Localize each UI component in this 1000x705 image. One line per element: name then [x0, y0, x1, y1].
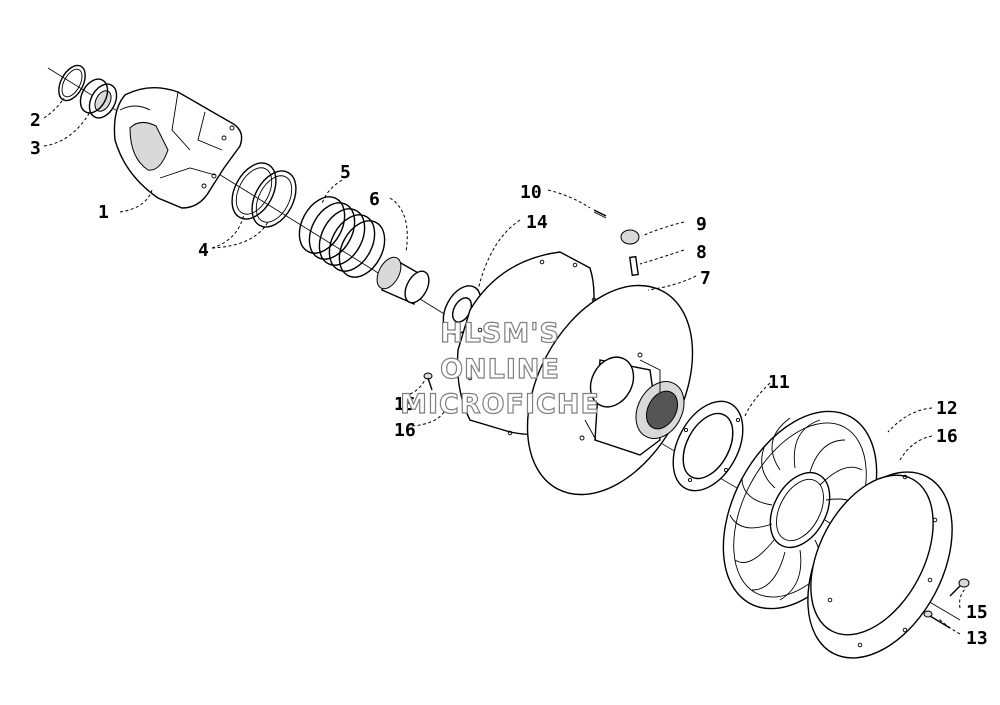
- callout-7: 7: [700, 268, 711, 289]
- callout-11: 11: [768, 372, 790, 393]
- watermark-line-2: ONLINE: [440, 354, 560, 385]
- part-pins-rollers: [593, 209, 640, 277]
- callout-4: 4: [198, 240, 209, 261]
- part-shim-ring: [672, 400, 744, 492]
- callout-10: 10: [520, 182, 542, 203]
- callout-2: 2: [30, 110, 41, 131]
- part-gasket-plate: [807, 471, 953, 659]
- callout-15-right: 15: [966, 602, 988, 623]
- leader-lines: [43, 97, 967, 635]
- part-bushing-small: [79, 78, 118, 119]
- callout-3: 3: [30, 138, 41, 159]
- part-bushing: [376, 256, 430, 305]
- callout-12: 12: [936, 398, 958, 419]
- part-cover-housing: [113, 87, 243, 209]
- watermark-line-3: MICROFICHE: [400, 389, 600, 420]
- part-rings: [231, 162, 297, 228]
- callout-16-right: 16: [936, 426, 958, 447]
- part-snap-ring: [58, 64, 86, 102]
- callout-15-left: 15: [394, 394, 416, 415]
- watermark: HLSM'S ONLINE MICROFICHE: [399, 317, 600, 420]
- callout-16-left: 16: [394, 420, 416, 441]
- callout-labels: 1 2 3 4 5 6 10 14 9 8 7 11 12 16 15 16 1…: [30, 110, 988, 649]
- part-spring: [298, 196, 386, 278]
- callout-9: 9: [696, 214, 707, 235]
- callout-5: 5: [340, 162, 351, 183]
- callout-8: 8: [696, 242, 707, 263]
- callout-13: 13: [966, 628, 988, 649]
- callout-14: 14: [526, 212, 548, 233]
- part-screws: [423, 372, 970, 629]
- watermark-line-1: HLSM'S: [440, 318, 560, 349]
- callout-1: 1: [98, 202, 109, 223]
- callout-6: 6: [369, 189, 380, 210]
- part-sheave: [456, 251, 694, 496]
